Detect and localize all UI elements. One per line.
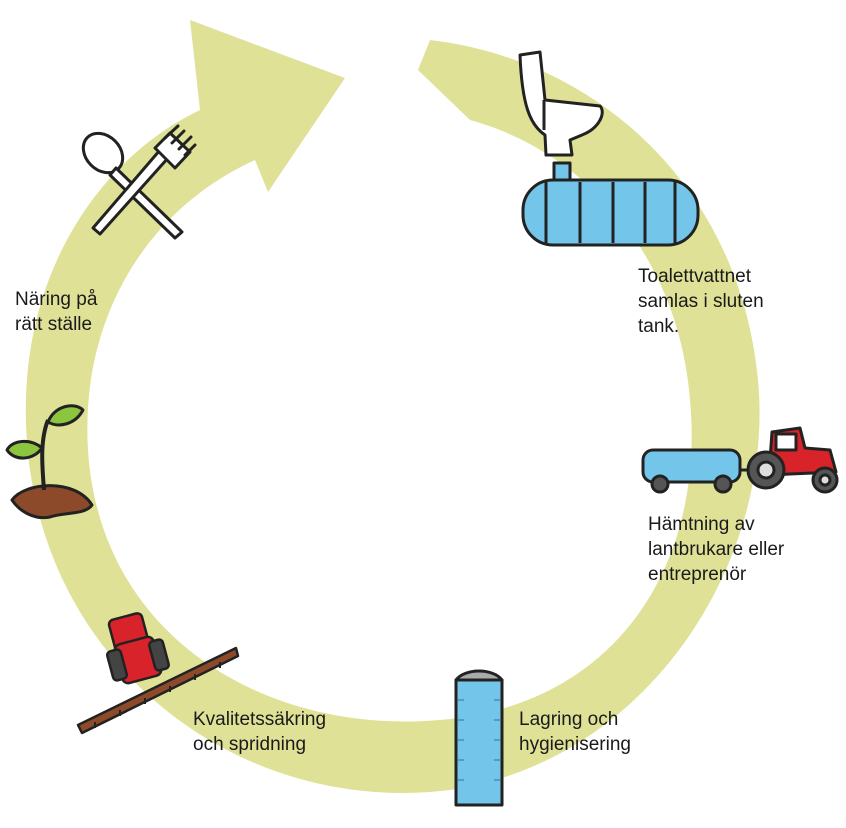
step-label-line: Toalettvattnet	[638, 266, 752, 287]
step-label-line: Hämtning av	[648, 514, 755, 535]
step-label-pickup: Hämtning av lantbrukare eller entreprenö…	[648, 512, 784, 587]
sprout-in-soil-icon	[5, 404, 94, 520]
tractor-spreader-boom-icon	[76, 612, 240, 735]
step-label-nutrients: Näring på rätt ställe	[15, 287, 97, 337]
step-label-line: Näring på	[15, 289, 98, 310]
toilet-and-closed-tank-icon	[518, 50, 700, 247]
step-label-line: Lagring och	[519, 709, 619, 730]
step-label-line: entreprenör	[648, 564, 747, 585]
step-label-line: rätt ställe	[15, 314, 93, 335]
step-label-line: samlas i sluten	[638, 291, 764, 312]
step-label-line: hygienisering	[519, 734, 631, 755]
step-label-line: tank.	[638, 316, 680, 337]
step-label-collection: Toalettvattnet samlas i sluten tank.	[638, 264, 764, 339]
step-label-line: Kvalitetssäkring	[193, 709, 327, 730]
tractor-with-tank-trailer-icon	[641, 426, 839, 494]
storage-silo-icon	[454, 669, 504, 807]
step-label-spreading: Kvalitetssäkring och spridning	[193, 707, 326, 757]
spoon-and-fork-icon	[81, 124, 197, 240]
step-label-line: lantbrukare eller	[648, 539, 785, 560]
step-label-storage: Lagring och hygienisering	[519, 707, 631, 757]
step-label-line: och spridning	[193, 734, 307, 755]
